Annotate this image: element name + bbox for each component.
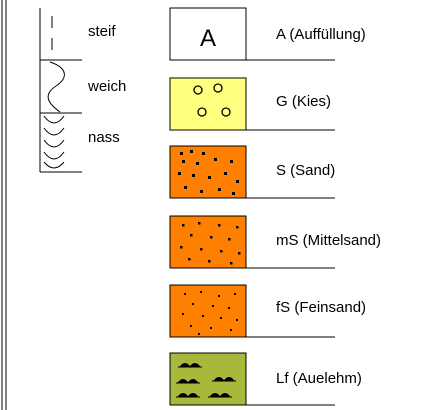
soil-box-auffuellung (169, 7, 335, 61)
soil-box-kies (169, 77, 335, 131)
consistency-column (39, 8, 82, 173)
soil-label-auelehm: Lf (Auelehm) (276, 370, 362, 387)
soil-box-feinsand (169, 284, 335, 338)
consistency-label-nass: nass (88, 129, 120, 146)
soil-label-feinsand: fS (Feinsand) (276, 299, 367, 316)
auffuellung-symbol-letter: A (199, 25, 216, 52)
soil-boxes (169, 7, 335, 406)
soil-box-sand (169, 145, 335, 199)
soil-label-kies: G (Kies) (276, 93, 332, 110)
nass-symbol (43, 115, 65, 169)
consistency-label-steif: steif (88, 23, 116, 40)
weich-symbol (47, 61, 65, 113)
soil-label-sand: S (Sand) (276, 162, 336, 179)
consistency-label-weich: weich (88, 78, 127, 95)
soil-box-auelehm (169, 352, 335, 406)
soil-box-mittelsand (169, 215, 335, 269)
soil-label-mittelsand: mS (Mittelsand) (276, 232, 382, 249)
soil-label-auffuellung: A (Auffüllung) (276, 26, 366, 43)
